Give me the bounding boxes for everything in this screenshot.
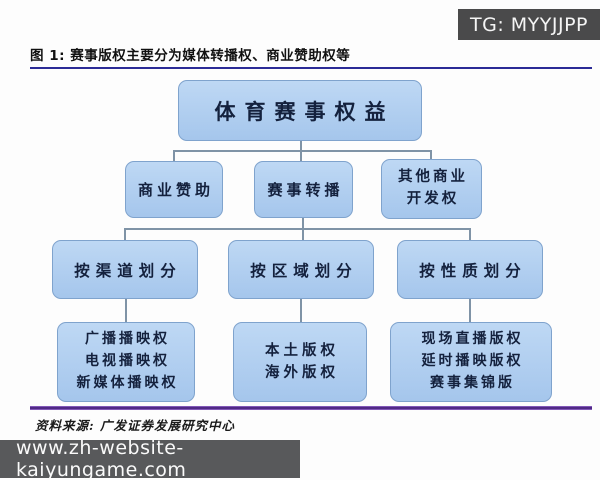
website-watermark-banner: www.zh-website-kaiyungame.com (0, 437, 300, 481)
node-commercial-sponsorship: 商业赞助 (125, 161, 223, 218)
connector-level3-horizontal (124, 228, 471, 230)
connector-region-to-rights (300, 299, 302, 322)
node-nature-rights-list: 现场直播版权 延时播映版权 赛事集锦版 (390, 322, 552, 402)
node-label: 现场直播版权 延时播映版权 赛事集锦版 (421, 331, 524, 391)
node-label: 按渠道划分 (74, 261, 182, 280)
node-label: 赛事转播 (267, 181, 344, 199)
website-watermark-text: www.zh-website-kaiyungame.com (16, 437, 187, 481)
telegram-watermark-badge: TG: MYYJJPP (458, 9, 600, 40)
node-divide-by-nature: 按性质划分 (397, 240, 543, 299)
connector-channel-to-rights (125, 299, 127, 322)
node-divide-by-channel: 按渠道划分 (52, 240, 198, 299)
node-label: 其他商业 开发权 (398, 169, 468, 207)
node-event-broadcasting: 赛事转播 (254, 161, 353, 218)
connector-stub-sponsor (173, 150, 175, 162)
node-label: 本土版权 海外版权 (265, 342, 339, 381)
node-other-commercial-development: 其他商业 开发权 (381, 159, 482, 219)
title-underline-rule (30, 67, 592, 69)
node-label: 体育赛事权益 (214, 99, 395, 124)
connector-stub-by-nature (469, 228, 471, 240)
connector-stub-other-commercial (430, 150, 432, 162)
node-divide-by-region: 按区域划分 (228, 240, 374, 299)
node-label: 按区域划分 (250, 261, 358, 280)
footer-divider-rule (30, 406, 592, 410)
telegram-watermark-text: TG: MYYJJPP (470, 13, 588, 36)
node-label: 广播播映权 电视播映权 新媒体播映权 (76, 331, 179, 391)
node-sports-event-rights: 体育赛事权益 (178, 80, 422, 141)
node-region-rights-list: 本土版权 海外版权 (233, 322, 367, 402)
data-source-note: 资料来源: 广发证券发展研究中心 (35, 418, 235, 433)
connector-nature-to-rights (469, 299, 471, 322)
connector-stub-by-channel (124, 228, 126, 240)
node-channel-rights-list: 广播播映权 电视播映权 新媒体播映权 (57, 322, 195, 402)
node-label: 商业赞助 (137, 181, 214, 199)
figure-title: 图 1: 赛事版权主要分为媒体转播权、商业赞助权等 (30, 48, 351, 64)
connector-level2-horizontal (173, 150, 432, 152)
node-label: 按性质划分 (419, 261, 527, 280)
